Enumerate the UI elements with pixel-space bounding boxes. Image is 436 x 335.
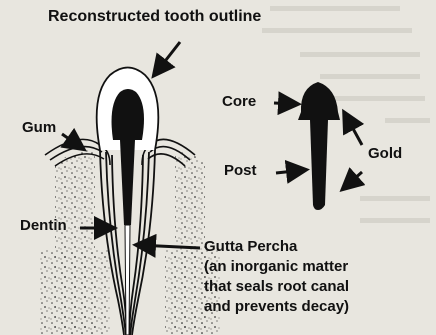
gutta-percha-title: Gutta Percha	[204, 237, 349, 257]
gold-post	[310, 120, 328, 210]
tooth-post	[120, 140, 135, 225]
label-core: Core	[222, 94, 256, 111]
arrow-gold-down	[344, 172, 362, 188]
label-dentin: Dentin	[20, 218, 67, 235]
arrow-title	[155, 42, 180, 74]
gutta-percha-fill	[125, 225, 130, 335]
gutta-percha-desc-3: and prevents decay)	[204, 297, 349, 317]
arrow-gum	[62, 134, 82, 148]
label-gold: Gold	[368, 146, 402, 163]
arrow-gold-up	[345, 114, 362, 145]
label-gum: Gum	[22, 120, 56, 137]
label-post: Post	[224, 163, 257, 180]
gutta-percha-desc-1: (an inorganic matter	[204, 257, 349, 277]
gutta-percha-desc-2: that seals root canal	[204, 277, 349, 297]
label-gutta-percha: Gutta Percha (an inorganic matter that s…	[204, 237, 349, 317]
gold-core	[298, 82, 340, 120]
arrow-core	[274, 103, 296, 104]
arrow-post	[276, 170, 304, 173]
label-reconstructed-tooth-outline: Reconstructed tooth outline	[48, 8, 261, 26]
